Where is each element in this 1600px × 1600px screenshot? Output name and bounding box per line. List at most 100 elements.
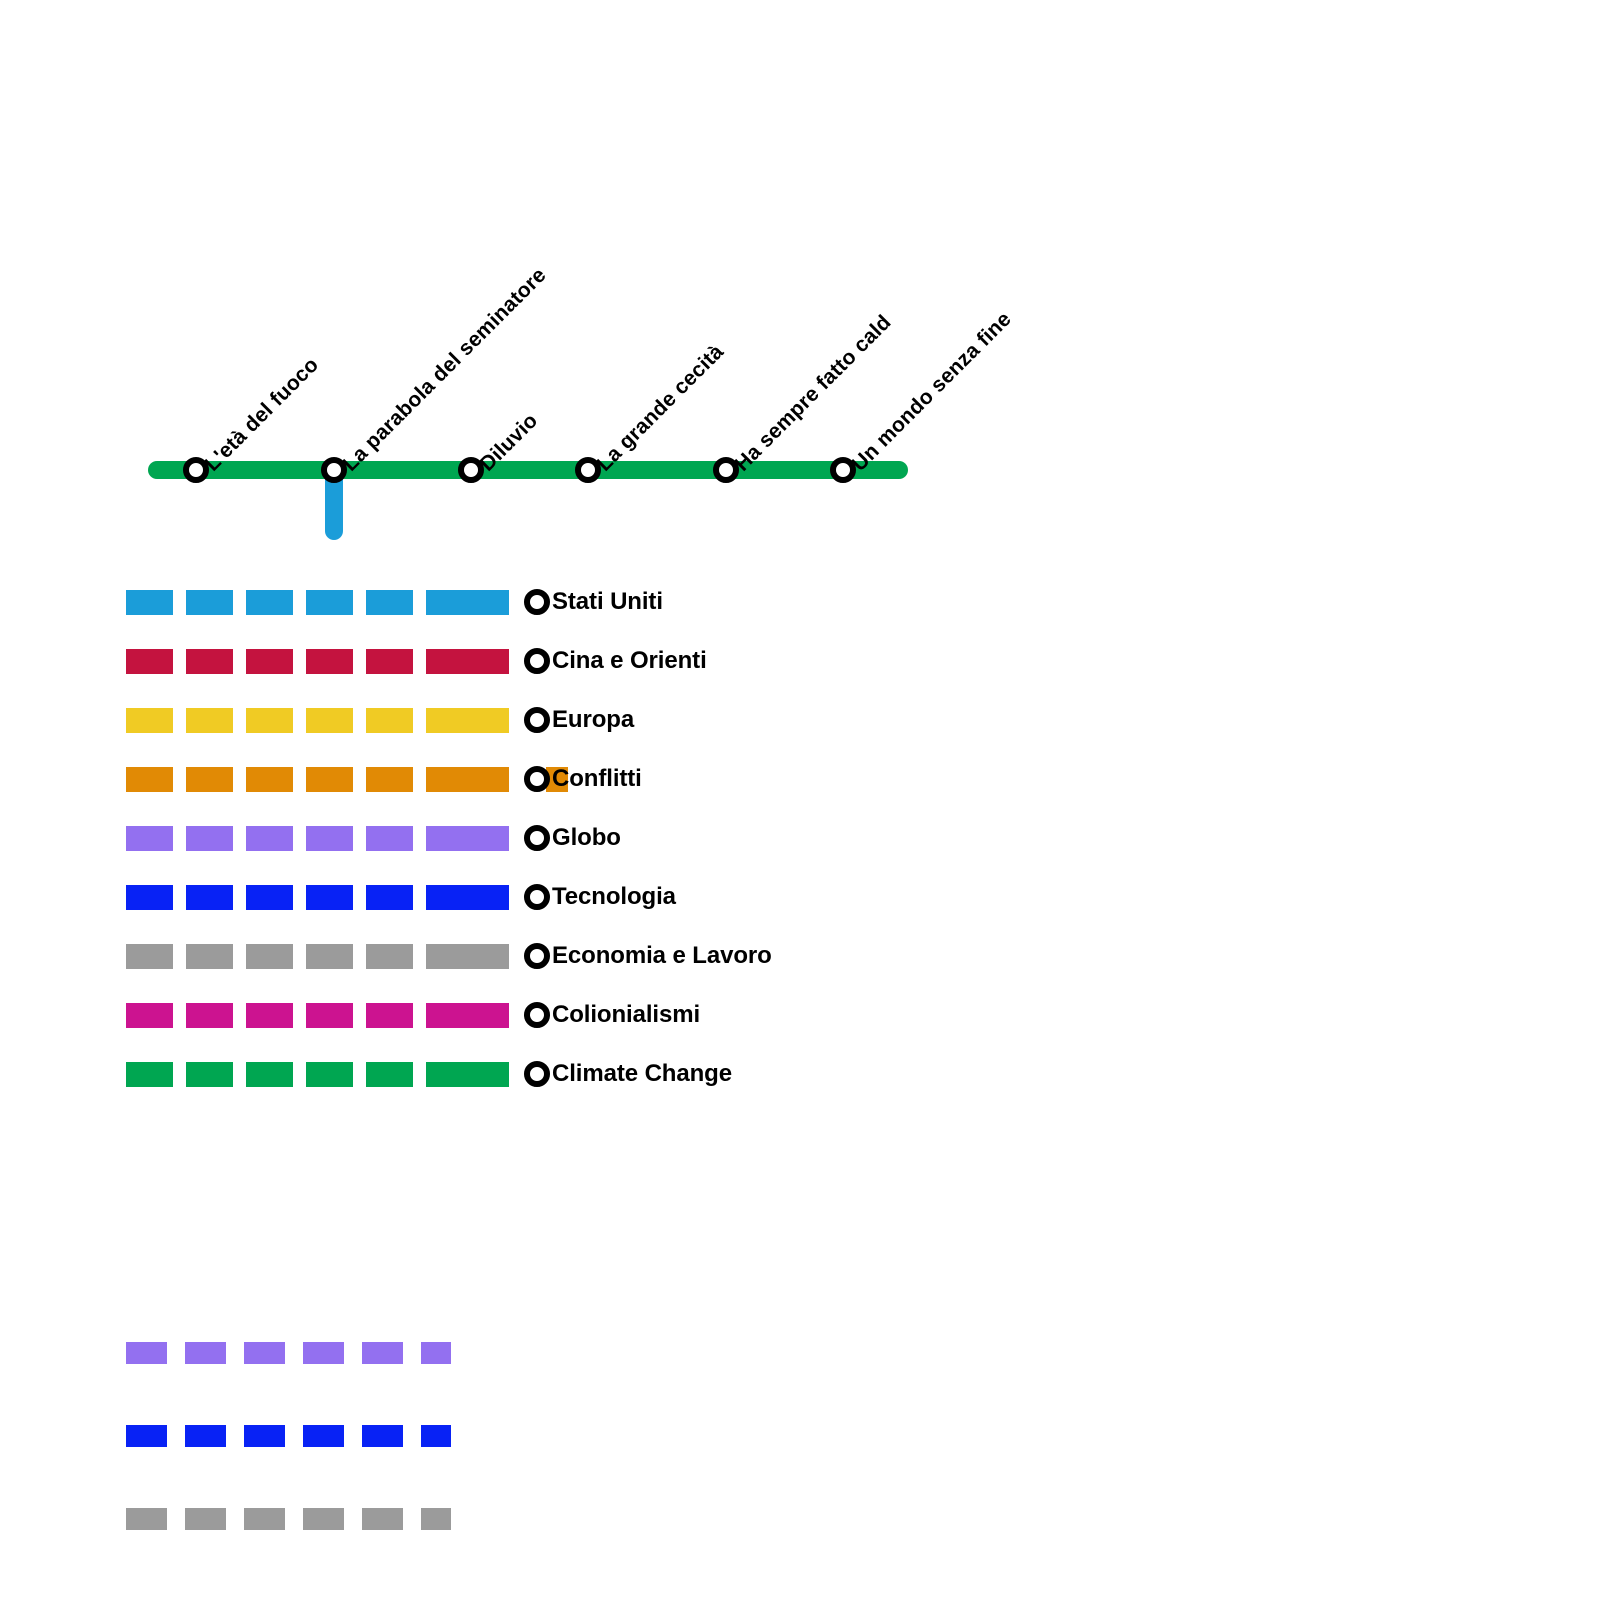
legend-label: Stati Uniti bbox=[552, 588, 663, 615]
legend-dash-group bbox=[126, 649, 509, 674]
legend-item[interactable]: Climate Change bbox=[126, 1060, 1026, 1121]
dash-segment bbox=[303, 1425, 344, 1447]
dash-segment bbox=[126, 1342, 167, 1364]
dash-segment bbox=[185, 1425, 226, 1447]
legend-dash bbox=[246, 826, 293, 851]
legend-dash-group bbox=[126, 944, 509, 969]
legend-item[interactable]: Economia e Lavoro bbox=[126, 943, 1026, 1003]
legend-dash-group bbox=[126, 1003, 509, 1028]
legend-dash bbox=[306, 944, 353, 969]
legend-dash bbox=[306, 649, 353, 674]
dash-segment bbox=[244, 1425, 285, 1447]
legend-dash bbox=[366, 1003, 413, 1028]
station-label: La grande cecità bbox=[592, 340, 729, 476]
legend-dash bbox=[126, 590, 173, 615]
legend-dash bbox=[426, 649, 509, 674]
legend-item[interactable]: Conflitti bbox=[126, 765, 1026, 826]
station-marker[interactable] bbox=[830, 457, 856, 483]
legend-station-icon bbox=[524, 589, 550, 615]
legend-dash-group bbox=[126, 590, 509, 615]
legend-dash bbox=[366, 708, 413, 733]
legend-dash-group bbox=[126, 1062, 509, 1087]
legend-label: Conflitti bbox=[552, 765, 642, 792]
legend-dash bbox=[186, 590, 233, 615]
dash-segment bbox=[244, 1508, 285, 1530]
legend-label: Globo bbox=[552, 824, 621, 851]
metro-line-track bbox=[148, 461, 908, 479]
legend-label: Europa bbox=[552, 706, 635, 733]
legend-dash bbox=[186, 885, 233, 910]
legend-dash bbox=[186, 649, 233, 674]
station-marker[interactable] bbox=[575, 457, 601, 483]
legend-dash bbox=[306, 885, 353, 910]
legend-dash bbox=[366, 1062, 413, 1087]
legend-item[interactable]: Cina e Orienti bbox=[126, 647, 1026, 708]
legend-dash bbox=[186, 944, 233, 969]
legend-label: Colionialismi bbox=[552, 1001, 701, 1028]
station-marker[interactable] bbox=[321, 457, 347, 483]
legend-dash-group bbox=[126, 708, 509, 733]
dash-segment bbox=[362, 1342, 403, 1364]
legend-dash bbox=[426, 826, 509, 851]
legend-dash bbox=[246, 708, 293, 733]
legend-label: Climate Change bbox=[552, 1060, 732, 1087]
legend-dash bbox=[186, 1003, 233, 1028]
legend-station-icon bbox=[524, 943, 550, 969]
legend-station-icon bbox=[524, 1061, 550, 1087]
legend-dash bbox=[426, 1062, 509, 1087]
legend-dash bbox=[126, 708, 173, 733]
station-marker[interactable] bbox=[458, 457, 484, 483]
station-marker[interactable] bbox=[713, 457, 739, 483]
legend-dash bbox=[366, 649, 413, 674]
legend-dash bbox=[366, 767, 413, 792]
legend-station-icon bbox=[524, 884, 550, 910]
dash-segment bbox=[421, 1425, 451, 1447]
legend-dash-tail bbox=[546, 767, 568, 792]
legend-dash-group bbox=[126, 767, 509, 792]
dash-segment bbox=[362, 1508, 403, 1530]
legend-dash bbox=[186, 1062, 233, 1087]
legend-label: Tecnologia bbox=[552, 883, 676, 910]
legend-dash bbox=[186, 826, 233, 851]
legend-dash bbox=[246, 885, 293, 910]
legend-dash bbox=[186, 708, 233, 733]
legend-station-icon bbox=[524, 707, 550, 733]
dash-segment bbox=[303, 1342, 344, 1364]
legend-dash bbox=[426, 1003, 509, 1028]
legend-dash bbox=[126, 885, 173, 910]
legend-item[interactable]: Colionialismi bbox=[126, 1001, 1026, 1062]
legend-item[interactable]: Stati Uniti bbox=[126, 588, 1026, 649]
legend-dash bbox=[366, 590, 413, 615]
legend-dash bbox=[126, 944, 173, 969]
legend-station-icon bbox=[524, 648, 550, 674]
legend-dash bbox=[246, 767, 293, 792]
legend-dash bbox=[126, 1003, 173, 1028]
station-marker[interactable] bbox=[183, 457, 209, 483]
tecnologia-dashes bbox=[126, 1425, 526, 1508]
legend-dash bbox=[126, 826, 173, 851]
legend-item[interactable]: Europa bbox=[126, 706, 1026, 767]
legend-dash bbox=[186, 767, 233, 792]
legend-dash bbox=[126, 767, 173, 792]
dash-segment bbox=[185, 1342, 226, 1364]
legend-dash bbox=[246, 1062, 293, 1087]
dash-segment bbox=[362, 1425, 403, 1447]
legend-dash bbox=[246, 1003, 293, 1028]
legend-item[interactable]: Tecnologia bbox=[126, 883, 1026, 944]
legend-dash bbox=[246, 590, 293, 615]
dash-segment bbox=[303, 1508, 344, 1530]
legend-item[interactable]: Globo bbox=[126, 824, 1026, 885]
legend-dash bbox=[306, 826, 353, 851]
metro-branch-stub bbox=[325, 470, 343, 540]
legend-dash bbox=[246, 649, 293, 674]
dash-segment bbox=[421, 1342, 451, 1364]
legend-label: Cina e Orienti bbox=[552, 647, 707, 674]
legend-dash-group bbox=[126, 826, 509, 851]
dash-segment bbox=[126, 1508, 167, 1530]
legend-dash bbox=[426, 767, 509, 792]
legend-dash bbox=[246, 944, 293, 969]
legend-dash bbox=[366, 826, 413, 851]
dash-segment bbox=[421, 1508, 451, 1530]
legend-dash bbox=[306, 767, 353, 792]
